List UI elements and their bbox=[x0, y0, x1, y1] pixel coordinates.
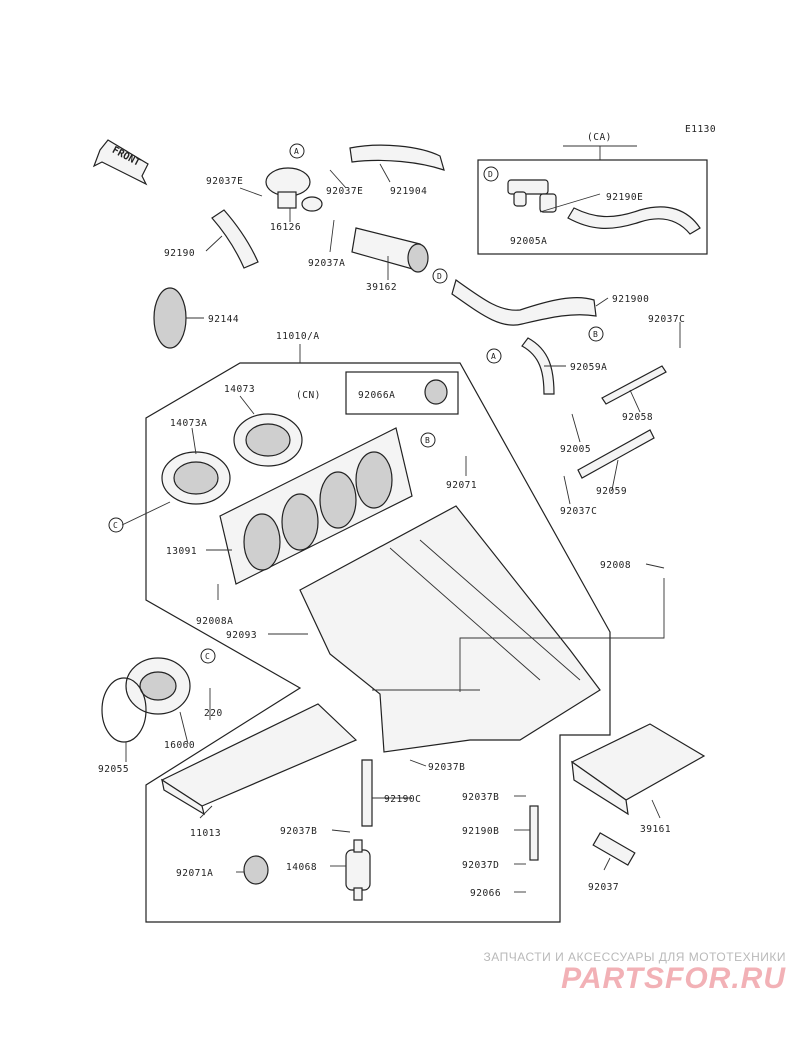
ref-b-1: B bbox=[593, 330, 598, 339]
fuel-filter-14068-part bbox=[345, 839, 371, 901]
part-label-92190C: 92190C bbox=[384, 794, 421, 805]
hose-921900-part bbox=[451, 279, 597, 326]
ref-c-2: C bbox=[205, 652, 210, 661]
part-label-92037B-3: 92037B bbox=[280, 826, 317, 837]
hose-92190C-part bbox=[361, 759, 373, 827]
ref-b-2: B bbox=[425, 436, 430, 445]
part-label-14068: 14068 bbox=[286, 862, 317, 873]
part-label-92066A: 92066A bbox=[358, 390, 395, 401]
watermark-subtitle: ЗАПЧАСТИ И АКСЕССУАРЫ ДЛЯ МОТОТЕХНИКИ bbox=[483, 950, 786, 964]
part-label-92037E-2: 92037E bbox=[326, 186, 363, 197]
part-label-92190B: 92190B bbox=[462, 826, 499, 837]
pipe-92190B-part bbox=[529, 805, 539, 861]
part-labels: 92037E 92037E 921904 16126 92190 92037A … bbox=[98, 176, 685, 899]
cn-variant-label: (CN) bbox=[296, 390, 321, 401]
part-label-92055: 92055 bbox=[98, 764, 129, 775]
part-label-92037B-1: 92037B bbox=[428, 762, 465, 773]
ca-variant-group: (CA) bbox=[477, 132, 708, 255]
part-label-921904: 921904 bbox=[390, 186, 427, 197]
ref-circles: A D D B A B C C bbox=[108, 143, 604, 664]
part-label-16060: 16060 bbox=[164, 740, 195, 751]
part-label-921900: 921900 bbox=[612, 294, 649, 305]
part-label-92066: 92066 bbox=[470, 888, 501, 899]
part-label-220: 220 bbox=[204, 708, 223, 719]
part-label-14073: 14073 bbox=[224, 384, 255, 395]
part-label-92071A: 92071A bbox=[176, 868, 213, 879]
part-label-92058: 92058 bbox=[622, 412, 653, 423]
ref-a-2: A bbox=[491, 352, 496, 361]
ref-d-2: D bbox=[437, 272, 442, 281]
part-label-92008A: 92008A bbox=[196, 616, 233, 627]
hose-921904-part bbox=[349, 144, 445, 171]
tee-fitting-part bbox=[507, 179, 557, 213]
hose-92190-part bbox=[211, 209, 259, 269]
part-label-92093: 92093 bbox=[226, 630, 257, 641]
cn-variant-group: (CN) bbox=[296, 371, 459, 415]
part-label-14073A: 14073A bbox=[170, 418, 207, 429]
part-label-92037E-1: 92037E bbox=[206, 176, 243, 187]
part-label-92037B-2: 92037B bbox=[462, 792, 499, 803]
part-label-39161: 39161 bbox=[640, 824, 671, 835]
cover-16060-part bbox=[125, 657, 191, 715]
part-label-92037C-1: 92037C bbox=[648, 314, 685, 325]
part-label-92037: 92037 bbox=[588, 882, 619, 893]
ref-c-1: C bbox=[113, 521, 118, 530]
stack-14073A-part bbox=[161, 451, 231, 505]
ref-a-1: A bbox=[294, 147, 299, 156]
seal-92055-part bbox=[101, 677, 147, 743]
filter-39161-part bbox=[570, 723, 706, 816]
filter-element-11013-part bbox=[160, 703, 358, 816]
airbox-outline bbox=[145, 362, 611, 923]
valve-16126-part bbox=[265, 167, 323, 212]
part-label-92059: 92059 bbox=[596, 486, 627, 497]
part-label-92037A: 92037A bbox=[308, 258, 345, 269]
part-label-92005A: 92005A bbox=[510, 236, 547, 247]
main-assembly-label: 11010/A bbox=[276, 331, 320, 342]
gasket-plate-13091-part bbox=[219, 427, 413, 585]
part-label-92071: 92071 bbox=[446, 480, 477, 491]
part-label-11013: 11013 bbox=[190, 828, 221, 839]
ca-variant-label: (CA) bbox=[587, 132, 612, 143]
diagram-code: E1130 bbox=[685, 124, 716, 135]
part-label-92190: 92190 bbox=[164, 248, 195, 259]
part-label-92008: 92008 bbox=[600, 560, 631, 571]
watermark: ЗАПЧАСТИ И АКСЕССУАРЫ ДЛЯ МОТОТЕХНИКИ PA… bbox=[484, 950, 786, 996]
part-label-92059A: 92059A bbox=[570, 362, 607, 373]
filter-39162-part bbox=[351, 227, 429, 273]
front-arrow-icon: FRONT bbox=[92, 139, 149, 186]
part-label-92190E: 92190E bbox=[606, 192, 643, 203]
part-label-92144: 92144 bbox=[208, 314, 239, 325]
ring-92144-part bbox=[153, 287, 187, 349]
ca-hose-part bbox=[567, 206, 701, 235]
part-label-16126: 16126 bbox=[270, 222, 301, 233]
bracket-92037-part bbox=[592, 832, 636, 866]
leader-lines bbox=[121, 163, 681, 893]
pipe-92058-part bbox=[601, 365, 667, 405]
watermark-logo: PARTSFOR.RU bbox=[561, 962, 786, 995]
plug-92071A-part bbox=[243, 855, 269, 885]
part-label-39162: 39162 bbox=[366, 282, 397, 293]
part-label-13091: 13091 bbox=[166, 546, 197, 557]
air-duct-housing-part bbox=[299, 505, 601, 753]
part-label-92005: 92005 bbox=[560, 444, 591, 455]
part-label-92037D: 92037D bbox=[462, 860, 499, 871]
hose-92059A-part bbox=[521, 337, 555, 395]
ref-d-1: D bbox=[488, 170, 493, 179]
part-label-92037C-2: 92037C bbox=[560, 506, 597, 517]
pipe-92059-part bbox=[577, 429, 655, 479]
stack-14073-part bbox=[233, 413, 303, 467]
